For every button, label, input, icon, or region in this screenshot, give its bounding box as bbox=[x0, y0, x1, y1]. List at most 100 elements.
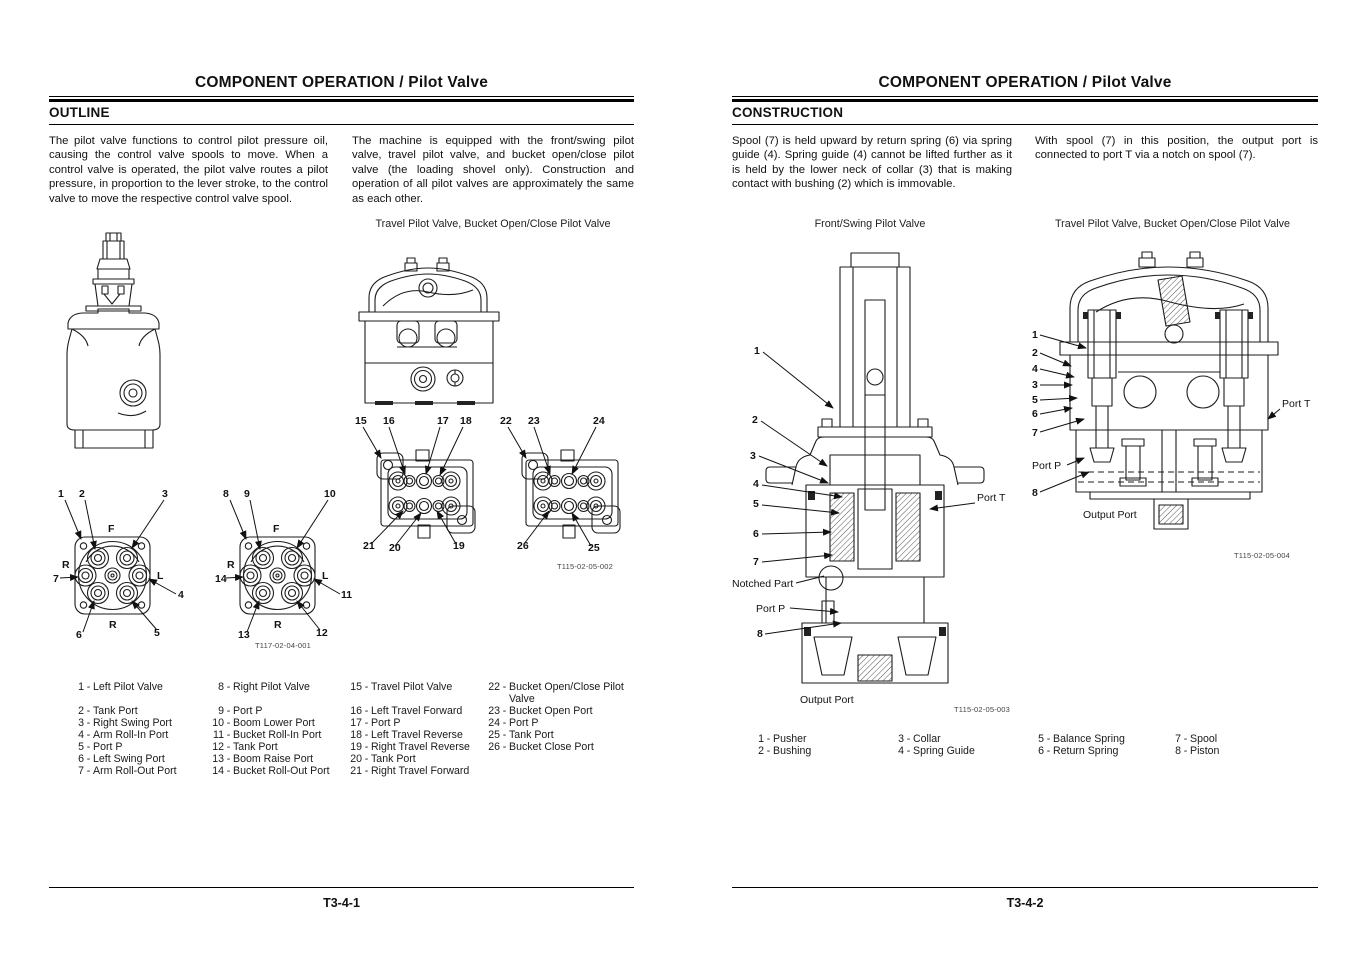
section-heading-outline: OUTLINE bbox=[49, 105, 110, 120]
callout-label: 4 bbox=[178, 589, 184, 601]
callout-label: 6 bbox=[1032, 408, 1038, 420]
callout-leader-line bbox=[758, 455, 829, 484]
parts-list-item: 12-Tank Port bbox=[212, 741, 278, 753]
callout-leader-line bbox=[761, 484, 843, 500]
parts-list-item: 3-Collar bbox=[898, 733, 941, 745]
callout-label: 6 bbox=[753, 528, 759, 540]
callout-leader-line bbox=[313, 578, 341, 595]
parts-list-item: 1-Pusher bbox=[758, 733, 807, 745]
callout-label: 1 bbox=[58, 488, 64, 500]
construction-paragraph-1: Spool (7) is held upward by return sprin… bbox=[732, 135, 1012, 191]
callout-leader-line bbox=[388, 426, 406, 475]
callout-label: 12 bbox=[316, 627, 328, 639]
figure-caption-travel-bucket: Travel Pilot Valve, Bucket Open/Close Pi… bbox=[1054, 218, 1291, 230]
callout-label: Port T bbox=[977, 492, 1006, 504]
callout-label: 24 bbox=[593, 415, 605, 427]
callout-leader-line bbox=[424, 426, 441, 475]
callout-leader-line bbox=[225, 573, 244, 581]
callout-leader-line bbox=[1039, 334, 1087, 350]
callout-leader-line bbox=[439, 426, 464, 476]
callout-label: 4 bbox=[753, 478, 759, 490]
parts-list-item: 9-Port P bbox=[218, 705, 263, 717]
page-title: COMPONENT OPERATION / Pilot Valve bbox=[194, 74, 489, 91]
callout-label: 1 bbox=[1032, 329, 1038, 341]
callout-leader-line bbox=[84, 499, 97, 550]
callout-label: 3 bbox=[750, 450, 756, 462]
callout-leader-line bbox=[1039, 417, 1085, 433]
callout-leader-line bbox=[761, 528, 832, 536]
callout-leader-line bbox=[249, 499, 262, 550]
callout-label: 2 bbox=[752, 414, 758, 426]
callout-label: 10 bbox=[324, 488, 336, 500]
callout-label: 5 bbox=[753, 498, 759, 510]
callout-leader-line bbox=[1267, 408, 1281, 420]
callout-label: 5 bbox=[1032, 394, 1038, 406]
callout-leader-line bbox=[59, 573, 79, 581]
callout-label: 20 bbox=[389, 542, 401, 554]
parts-list-item: 1-Left Pilot Valve bbox=[78, 681, 163, 693]
callout-leader-line bbox=[131, 499, 165, 549]
callout-leader-line bbox=[764, 620, 842, 635]
callout-label: 4 bbox=[1032, 363, 1038, 375]
callout-label: Output Port bbox=[1083, 509, 1137, 521]
callout-label: 17 bbox=[437, 415, 449, 427]
pilot-valve-side-view-drawing bbox=[66, 232, 161, 449]
callout-label: 9 bbox=[244, 488, 250, 500]
callout-label: 8 bbox=[223, 488, 229, 500]
parts-list-item: 10-Boom Lower Port bbox=[212, 717, 315, 729]
figure-caption-front-swing: Front/Swing Pilot Valve bbox=[814, 218, 926, 230]
parts-list-item: 14-Bucket Roll-Out Port bbox=[212, 765, 330, 777]
footer-rule bbox=[732, 887, 1318, 888]
callout-leader-line bbox=[246, 600, 260, 633]
figure-ref: T115-02-05-002 bbox=[556, 562, 614, 571]
callout-label: 8 bbox=[1032, 487, 1038, 499]
callout-label: Output Port bbox=[800, 694, 854, 706]
callout-label: 26 bbox=[517, 540, 529, 552]
parts-list-item: 11-Bucket Roll-In Port bbox=[213, 729, 322, 741]
title-rule bbox=[49, 96, 634, 102]
callout-leader-line bbox=[394, 512, 422, 547]
parts-list-item: 7-Arm Roll-Out Port bbox=[78, 765, 177, 777]
callout-label: 22 bbox=[500, 415, 512, 427]
parts-list-item: 7-Spool bbox=[1175, 733, 1218, 745]
callout-label: F bbox=[273, 523, 280, 535]
callout-leader-line bbox=[370, 510, 404, 545]
bucket-pilot-valve-port-diagram: 22 23 24 26 25 bbox=[500, 415, 621, 554]
outline-paragraph-1: The pilot valve functions to control pil… bbox=[49, 135, 328, 205]
parts-list-item: 26-Bucket Close Port bbox=[488, 741, 594, 753]
callout-label: 23 bbox=[528, 415, 540, 427]
callout-leader-line bbox=[571, 426, 597, 475]
callout-leader-line bbox=[762, 351, 834, 409]
page-title: COMPONENT OPERATION / Pilot Valve bbox=[878, 74, 1172, 91]
parts-list-item: 5-Balance Spring bbox=[1038, 733, 1125, 745]
callout-leader-line bbox=[131, 600, 158, 631]
callout-leader-line bbox=[362, 426, 382, 459]
callout-label: 8 bbox=[757, 628, 763, 640]
callout-label: 14 bbox=[215, 573, 227, 585]
parts-list-item: 18-Left Travel Reverse bbox=[350, 729, 463, 741]
callout-leader-line bbox=[296, 499, 329, 549]
callout-label: 3 bbox=[1032, 379, 1038, 391]
callout-label: 2 bbox=[1032, 347, 1038, 359]
parts-list-item: 23-Bucket Open Port bbox=[488, 705, 593, 717]
parts-list-item: 6-Return Spring bbox=[1038, 745, 1119, 757]
callout-label: 15 bbox=[355, 415, 367, 427]
callout-leader-line bbox=[1066, 457, 1085, 466]
callout-label: 25 bbox=[588, 542, 600, 554]
callout-leader-line bbox=[571, 512, 592, 547]
callout-label: 19 bbox=[453, 540, 465, 552]
outline-paragraph-2: The machine is equipped with the front/s… bbox=[352, 135, 634, 205]
figure-ref: T115-02-05-003 bbox=[953, 705, 1011, 714]
callout-label: 16 bbox=[383, 415, 395, 427]
callout-label: F bbox=[108, 523, 115, 535]
callout-label: Notched Part bbox=[732, 578, 793, 590]
callout-leader-line bbox=[761, 552, 833, 563]
parts-list-item: 4-Arm Roll-In Port bbox=[78, 729, 169, 741]
page-number: T3-4-1 bbox=[323, 896, 360, 910]
